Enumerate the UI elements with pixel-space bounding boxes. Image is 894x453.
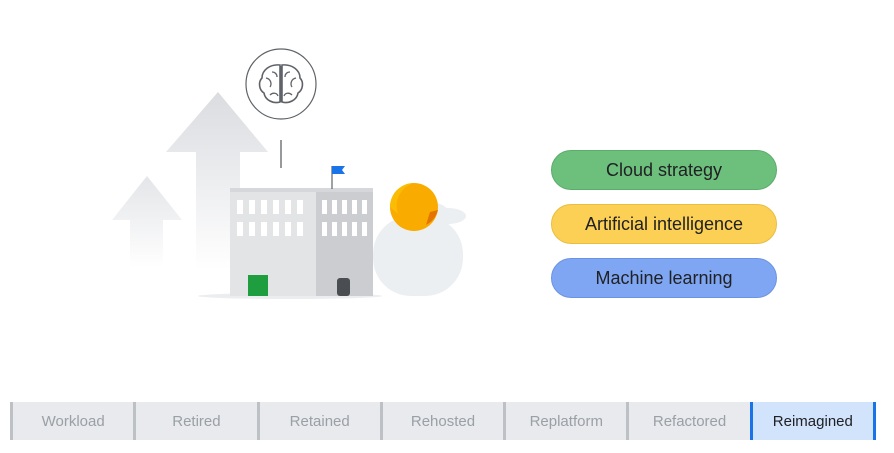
tag-machine-learning: Machine learning	[551, 258, 777, 298]
tag-label: Machine learning	[595, 267, 733, 288]
timeline-step-reimagined: Reimagined	[749, 402, 876, 440]
timeline-step-refactored: Refactored	[626, 402, 750, 440]
timeline-step-workload: Workload	[10, 402, 134, 440]
building-icon	[230, 188, 373, 296]
sun-icon	[390, 183, 438, 231]
migration-timeline: Workload Retired Retained Rehosted Repla…	[10, 402, 876, 440]
timeline-step-replatform: Replatform	[503, 402, 627, 440]
step-label: Retired	[172, 412, 221, 430]
step-label: Rehosted	[410, 412, 476, 430]
timeline-step-retained: Retained	[256, 402, 380, 440]
step-label: Retained	[289, 412, 350, 430]
brain-icon	[245, 48, 317, 120]
step-label: Refactored	[652, 412, 727, 430]
arrow-up-icon	[112, 176, 182, 268]
arrow-up-icon	[166, 92, 268, 270]
tag-label: Cloud strategy	[605, 159, 723, 180]
tag-cloud-strategy: Cloud strategy	[551, 150, 777, 190]
step-label: Replatform	[529, 412, 603, 430]
timeline-step-rehosted: Rehosted	[379, 402, 504, 440]
flag-icon	[331, 166, 345, 189]
timeline-step-retired: Retired	[133, 402, 257, 440]
tag-label: Artificial intelligence	[584, 213, 744, 234]
step-label: Reimagined	[772, 412, 853, 430]
tag-artificial-intelligence: Artificial intelligence	[551, 204, 777, 244]
step-label: Workload	[41, 412, 105, 430]
